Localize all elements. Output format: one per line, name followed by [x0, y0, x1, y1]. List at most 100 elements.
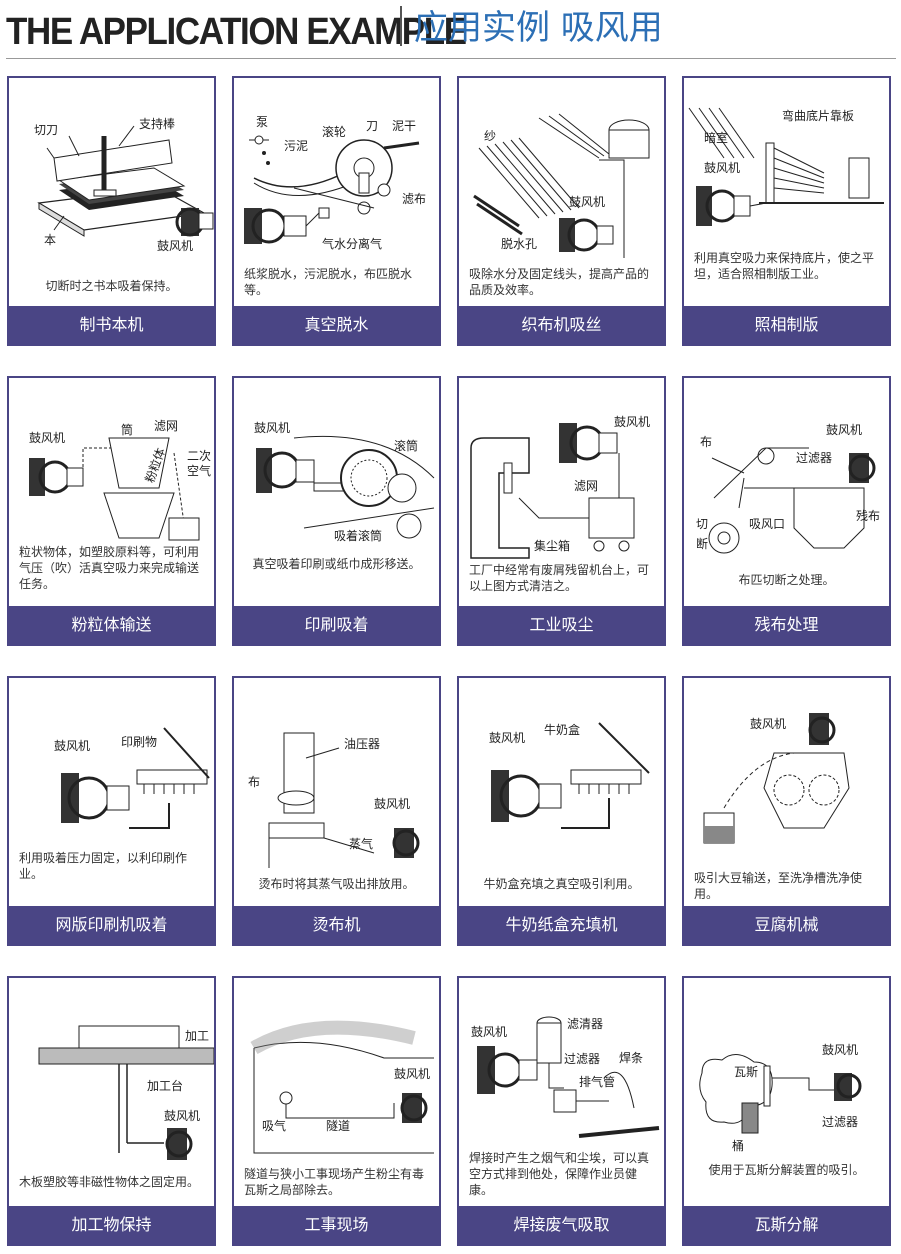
label-screen: 滤网 [574, 479, 598, 493]
label-cloth: 布 [248, 775, 260, 789]
card-tofu-machine: 鼓风机 吸引大豆输送，至洗净槽洗净使用。 豆腐机械 [682, 676, 891, 946]
title-divider [400, 6, 402, 46]
card-title: 制书本机 [9, 306, 214, 344]
card-description: 真空吸着印刷或纸巾成形移送。 [252, 557, 421, 571]
label-yarn: 纱 [484, 129, 496, 143]
label-cutter: 切刀 [34, 123, 58, 137]
label-air: 空气 [187, 463, 211, 478]
photo-plate-diagram: 弯曲底片靠板 暗室 鼓风机 [688, 107, 884, 226]
label-separator: 气水分离气 [322, 236, 382, 251]
book-binding-diagram: 切刀 支持棒 本 鼓风机 [34, 116, 214, 253]
label-pump: 泵 [256, 115, 268, 129]
card-description: 吸除水分及固定线头，提高产品的品质及效率。 [469, 267, 650, 297]
label-bucket: 桶 [732, 1138, 744, 1153]
powder-conveying-diagram: 鼓风机 筒 滤网 二次 空气 粉粒体 [29, 419, 211, 541]
label-curved-plate: 弯曲底片靠板 [782, 108, 854, 123]
label-dry-mud: 泥干 [392, 119, 416, 133]
label-secondary: 二次 [187, 449, 211, 463]
label-blower: 鼓风机 [614, 415, 650, 429]
card-title: 网版印刷机吸着 [9, 906, 214, 944]
card-description: 工厂中经常有废屑残留机台上，可以上图方式清洁之。 [469, 563, 650, 593]
label-rod: 焊条 [619, 1050, 643, 1065]
card-workpiece-holding: 加工 加工台 鼓风机 木板塑胶等非磁性物体之固定用。 加工物保持 [7, 976, 216, 1246]
card-description: 隧道与狭小工事现场产生粉尘有毒瓦斯之局部除去。 [244, 1167, 425, 1197]
label-blower: 鼓风机 [489, 731, 525, 745]
card-scrap-cloth: 布 鼓风机 过滤器 切 断 吸风口 残布 布匹切断之处理。 残布处理 [682, 376, 891, 646]
label-blower: 鼓风机 [750, 717, 786, 731]
vacuum-dewatering-diagram: 泵 污泥 滚轮 刀 泥干 滤布 气水分离气 [244, 115, 426, 251]
label-knife: 刀 [366, 119, 378, 133]
screen-printing-diagram: 鼓风机 印刷物 [54, 727, 210, 829]
page-title-chinese: 应用实例 吸风用 [414, 8, 663, 48]
card-photo-plate: 弯曲底片靠板 暗室 鼓风机 利用真空吸力来保持底片，使之平坦，适合照相制版工业。… [682, 76, 891, 346]
card-title: 加工物保持 [9, 1206, 214, 1244]
milk-carton-diagram: 鼓风机 牛奶盒 [489, 722, 650, 829]
card-construction-site: 鼓风机 吸气 隧道 隧道与狭小工事现场产生粉尘有毒瓦斯之局部除去。 工事现场 [232, 976, 441, 1246]
label-tunnel: 隧道 [326, 1118, 350, 1133]
label-blower: 鼓风机 [157, 239, 193, 253]
label-blower: 鼓风机 [394, 1067, 430, 1081]
label-gas: 瓦斯 [734, 1065, 758, 1079]
card-description: 使用于瓦斯分解装置的吸引。 [708, 1163, 865, 1177]
label-filter-cloth: 滤布 [402, 192, 426, 206]
card-dust-collection: 鼓风机 滤网 集尘箱 工厂中经常有废屑残留机台上，可以上图方式清洁之。 工业吸尘 [457, 376, 666, 646]
label-work: 加工 [185, 1029, 209, 1043]
card-book-binding: 切刀 支持棒 本 鼓风机 切断时之书本吸着保持。 制书本机 [7, 76, 216, 346]
card-title: 真空脱水 [234, 306, 439, 344]
card-description: 纸浆脱水，污泥脱水，布匹脱水等。 [244, 267, 413, 297]
card-title: 工业吸尘 [459, 606, 664, 644]
label-blower: 鼓风机 [704, 161, 740, 175]
page-header: THE APPLICATION EXAMPLE [6, 8, 506, 56]
label-cut: 切 [696, 517, 708, 531]
card-screen-printing: 鼓风机 印刷物 利用吸着压力固定，以利印刷作业。 网版印刷机吸着 [7, 676, 216, 946]
card-powder-conveying: 鼓风机 筒 滤网 二次 空气 粉粒体 粒状物体，如塑胶原料等，可利用气压（吹）活… [7, 376, 216, 646]
label-hydraulic: 油压器 [344, 737, 380, 751]
label-print-item: 印刷物 [121, 735, 157, 749]
workpiece-holding-diagram: 加工 加工台 鼓风机 [38, 1025, 214, 1160]
label-suction-port: 吸风口 [749, 517, 785, 531]
card-title: 残布处理 [684, 606, 889, 644]
label-book: 本 [44, 233, 56, 247]
card-title: 照相制版 [684, 306, 889, 344]
card-print-suction: 鼓风机 滚筒 吸着滚筒 真空吸着印刷或纸巾成形移送。 印刷吸着 [232, 376, 441, 646]
label-screen: 滤网 [154, 419, 178, 433]
label-blower: 鼓风机 [54, 739, 90, 753]
label-steam: 蒸气 [349, 836, 373, 851]
card-title: 工事现场 [234, 1206, 439, 1244]
label-blower: 鼓风机 [471, 1025, 507, 1039]
label-darkroom: 暗室 [704, 130, 728, 145]
card-description: 利用真空吸力来保持底片，使之平坦，适合照相制版工业。 [694, 251, 875, 281]
gas-decomposition-diagram: 鼓风机 瓦斯 过滤器 桶 [699, 1043, 862, 1153]
label-exhaust: 排气管 [579, 1074, 615, 1089]
tofu-machine-diagram: 鼓风机 [703, 713, 850, 844]
card-title: 牛奶纸盒充填机 [459, 906, 664, 944]
label-blower: 鼓风机 [822, 1043, 858, 1057]
card-description: 布匹切断之处理。 [738, 573, 835, 587]
scrap-cloth-diagram: 布 鼓风机 过滤器 切 断 吸风口 残布 [696, 423, 880, 554]
card-description: 利用吸着压力固定，以利印刷作业。 [19, 851, 188, 881]
print-suction-diagram: 鼓风机 滚筒 吸着滚筒 [254, 421, 435, 543]
dust-collection-diagram: 鼓风机 滤网 集尘箱 [470, 415, 650, 559]
label-worktable: 加工台 [147, 1078, 183, 1093]
label-sludge: 污泥 [284, 139, 308, 153]
label-filter: 过滤器 [822, 1115, 858, 1129]
label-purifier: 滤清器 [567, 1017, 603, 1031]
header-rule [6, 58, 896, 59]
label-scrap: 残布 [856, 509, 880, 523]
card-title: 瓦斯分解 [684, 1206, 889, 1244]
card-title: 烫布机 [234, 906, 439, 944]
card-description: 木板塑胶等非磁性物体之固定用。 [19, 1175, 200, 1189]
card-title: 粉粒体输送 [9, 606, 214, 644]
card-description: 牛奶盒充填之真空吸引利用。 [483, 877, 640, 891]
label-milk-carton: 牛奶盒 [544, 722, 580, 737]
card-description: 焊接时产生之烟气和尘埃，可以真空方式排到他处，保障作业员健康。 [469, 1151, 650, 1197]
label-roller: 滚轮 [322, 124, 346, 139]
label-filter: 过滤器 [564, 1052, 600, 1066]
card-milk-carton: 鼓风机 牛奶盒 牛奶盒充填之真空吸引利用。 牛奶纸盒充填机 [457, 676, 666, 946]
card-description: 烫布时将其蒸气吸出排放用。 [258, 877, 415, 891]
card-title: 焊接废气吸取 [459, 1206, 664, 1244]
card-vacuum-dewatering: 泵 污泥 滚轮 刀 泥干 滤布 气水分离气 纸浆脱水，污泥脱水，布匹脱水等。 真… [232, 76, 441, 346]
label-intake: 吸气 [262, 1118, 286, 1133]
card-description: 切断时之书本吸着保持。 [45, 279, 178, 293]
label-suction-drum: 吸着滚筒 [334, 528, 382, 543]
